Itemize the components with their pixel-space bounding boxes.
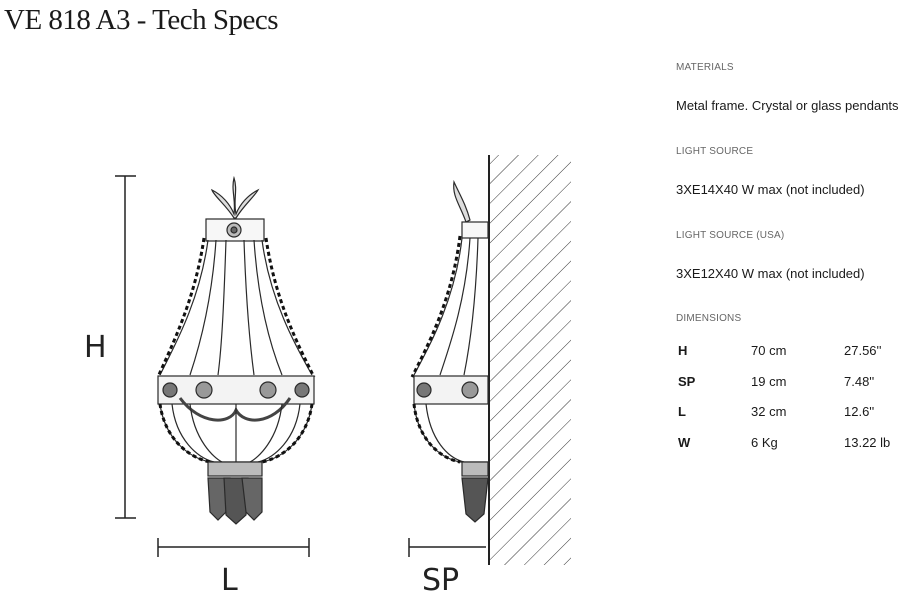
dimension-key: H [678,343,688,358]
table-row: W 6 Kg 13.22 lb [676,435,898,455]
dimensions-label: DIMENSIONS [676,313,742,324]
table-row: SP 19 cm 7.48'' [676,374,898,394]
wall [488,155,571,565]
light-source-usa-value: 3XE12X40 W max (not included) [676,266,865,281]
projection-label: SP [422,563,460,598]
page-title: VE 818 A3 - Tech Specs [4,4,278,36]
dimension-metric: 70 cm [751,343,787,358]
dimension-key: W [678,435,691,450]
side-view-lamp [410,179,489,523]
dimension-metric: 32 cm [751,404,787,419]
table-row: H 70 cm 27.56'' [676,343,898,363]
materials-value: Metal frame. Crystal or glass pendants [676,98,899,113]
dimension-imperial: 7.48'' [844,374,875,389]
length-dimension-line [157,538,310,557]
table-row: L 32 cm 12.6'' [676,404,898,424]
dimension-key: SP [678,374,696,389]
dimension-metric: 19 cm [751,374,787,389]
projection-dimension-line [408,538,486,557]
front-view-lamp [156,175,316,525]
length-label: L [221,563,238,598]
dimension-imperial: 12.6'' [844,404,875,419]
height-label: H [84,330,107,365]
dimension-key: L [678,404,686,419]
light-source-usa-label: LIGHT SOURCE (USA) [676,230,785,241]
dimension-imperial: 27.56'' [844,343,882,358]
height-dimension-line [115,175,136,519]
light-source-label: LIGHT SOURCE [676,146,754,157]
light-source-value: 3XE14X40 W max (not included) [676,182,865,197]
dimension-imperial: 13.22 lb [844,435,891,450]
dimension-metric: 6 Kg [751,435,778,450]
materials-label: MATERIALS [676,62,734,73]
